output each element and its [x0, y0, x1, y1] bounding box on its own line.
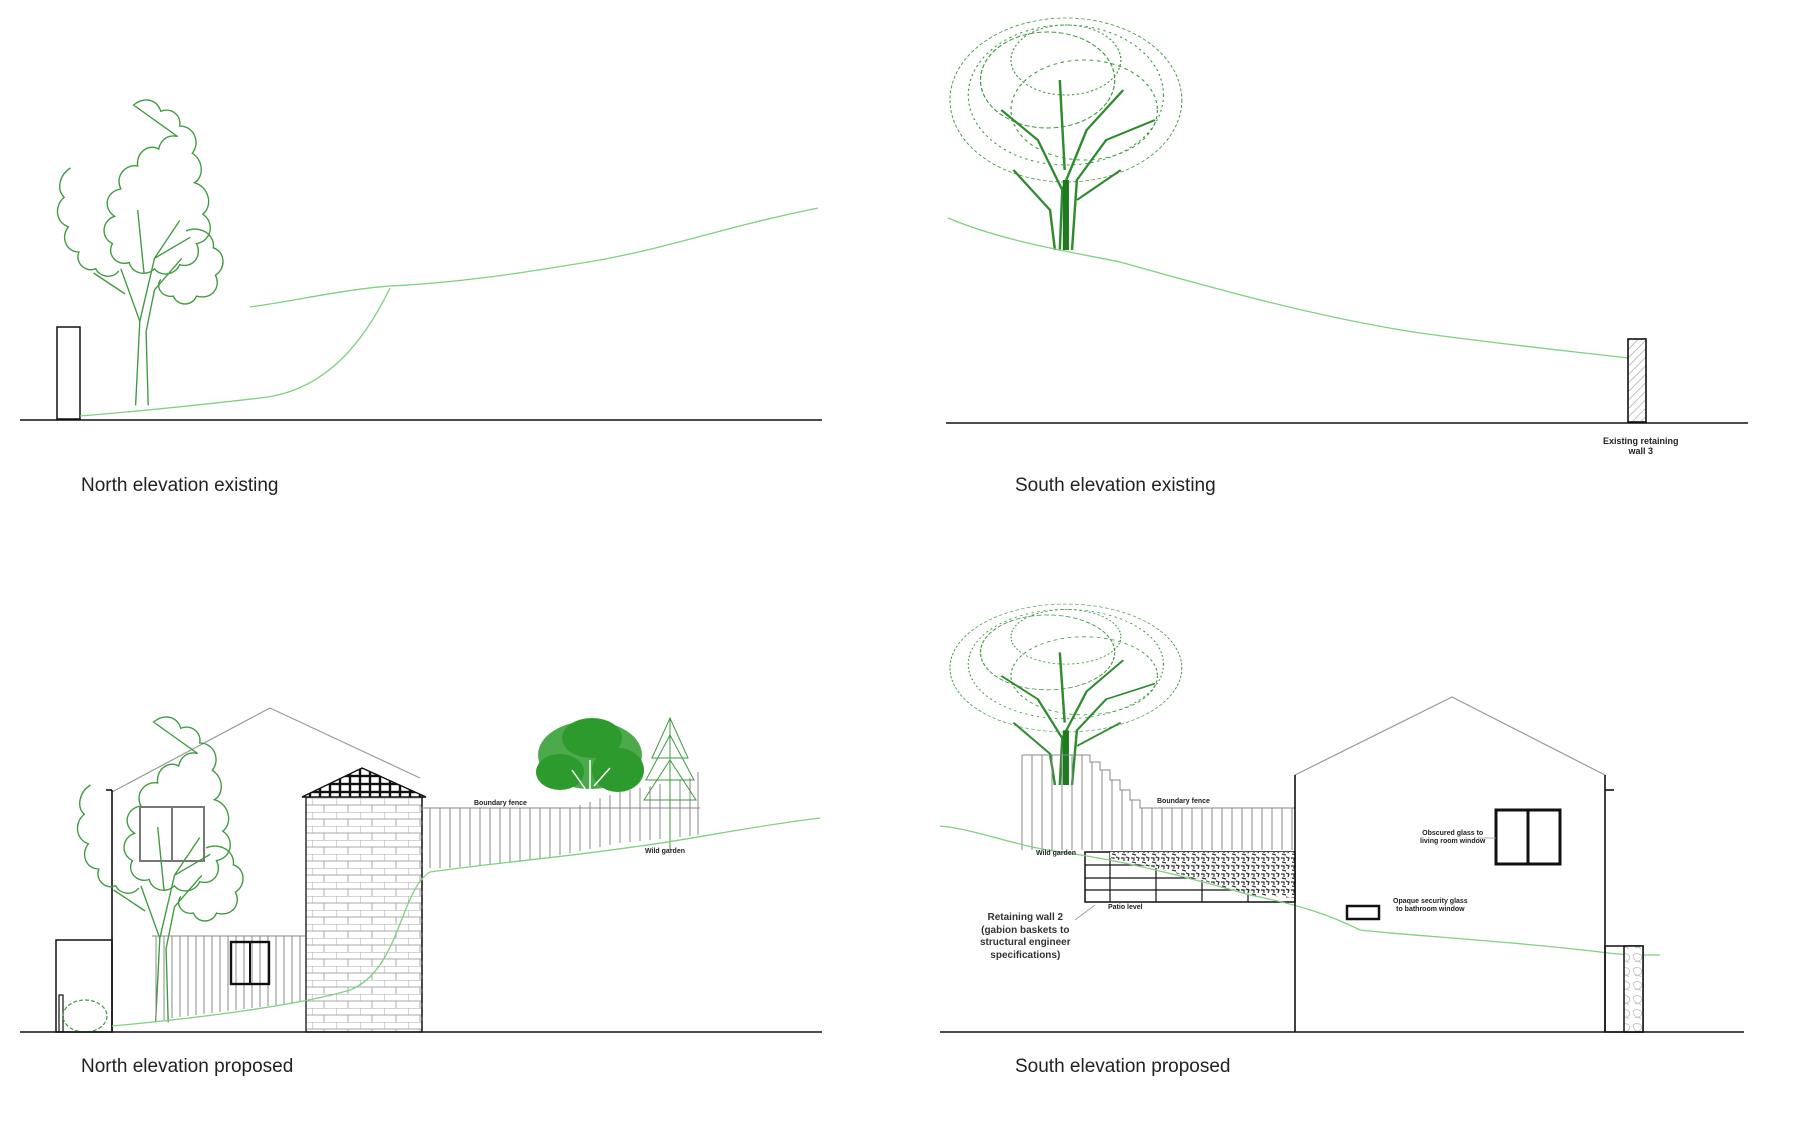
south-existing-drawing — [946, 18, 1748, 424]
annotation-boundary-fence: Boundary fence — [474, 800, 527, 807]
panel-title: North elevation existing — [81, 475, 279, 496]
annotation-opaque-glass: Opaque security glass to bathroom window — [1393, 898, 1468, 914]
annotation-line: (gabion baskets to — [981, 924, 1070, 936]
annotation-line: Opaque security glass — [1393, 898, 1468, 905]
annotation-patio-level: Patio level — [1108, 904, 1143, 911]
annotation-line: wall 3 — [1628, 446, 1654, 457]
annotation-line: structural engineer — [980, 937, 1071, 948]
north-proposed-drawing — [20, 707, 822, 1033]
annotation-wild-garden: Wild garden — [645, 848, 685, 855]
north-existing-drawing — [20, 99, 822, 421]
annotation-line: Obscured glass to — [1422, 830, 1484, 837]
annotation-retaining-wall-3: Existing retaining wall 3 — [1603, 436, 1679, 457]
panel-title: South elevation existing — [1015, 475, 1216, 496]
panel-title: South elevation proposed — [1015, 1056, 1231, 1077]
annotation-retaining-wall-2: Retaining wall 2 (gabion baskets to stru… — [980, 912, 1071, 962]
panel-title: North elevation proposed — [81, 1056, 294, 1077]
annotation-boundary-fence: Boundary fence — [1157, 798, 1210, 805]
annotation-line: to bathroom window — [1396, 906, 1465, 914]
annotation-line: specifications) — [990, 949, 1061, 961]
south-proposed-drawing — [939, 604, 1744, 1033]
annotation-line: Existing retaining — [1603, 436, 1679, 446]
annotation-line: living room window — [1420, 838, 1486, 846]
annotation-wild-garden: Wild garden — [1036, 850, 1076, 857]
annotation-obscured-glass: Obscured glass to living room window — [1420, 830, 1485, 846]
annotation-line: Retaining wall 2 — [987, 912, 1064, 923]
